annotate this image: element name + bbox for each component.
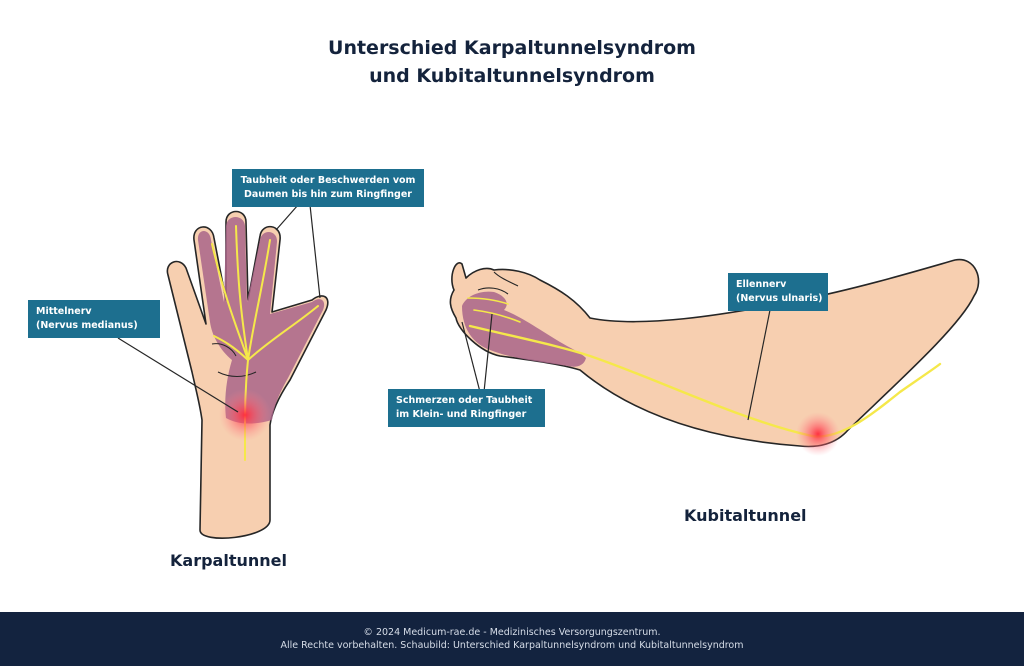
title-line-1: Unterschied Karpaltunnelsyndrom xyxy=(328,37,696,59)
callout-arm-symptom: Schmerzen oder Taubheit im Klein- und Ri… xyxy=(388,389,545,427)
hand-illustration xyxy=(166,210,329,539)
hand-affected-area xyxy=(197,217,325,424)
callout-hand-symptom-line-1: Taubheit oder Beschwerden vom xyxy=(240,175,416,186)
callout-median-nerve: Mittelnerv (Nervus medianus) xyxy=(28,300,160,338)
label-kubitaltunnel: Kubitaltunnel xyxy=(684,506,807,525)
callout-ulnar-nerve-line-2: (Nervus ulnaris) xyxy=(736,293,823,304)
callout-hand-symptom: Taubheit oder Beschwerden vom Daumen bis… xyxy=(232,169,424,207)
illustration-canvas xyxy=(117,204,980,539)
arm-leader-lines xyxy=(461,309,771,421)
arm-affected-area xyxy=(462,291,586,367)
elbow-inflammation xyxy=(796,412,840,456)
title-line-2: und Kubitaltunnelsyndrom xyxy=(369,65,655,87)
hand-leader-lines xyxy=(117,204,321,413)
arm-thumb-line xyxy=(493,271,519,287)
callout-ulnar-nerve-line-1: Ellennerv xyxy=(736,279,787,290)
footer: © 2024 Medicum-rae.de - Medizinisches Ve… xyxy=(0,612,1024,666)
callout-hand-symptom-line-2: Daumen bis hin zum Ringfinger xyxy=(244,189,412,200)
page-title: Unterschied Karpaltunnelsyndrom und Kubi… xyxy=(0,34,1024,90)
palm-crease xyxy=(211,343,237,357)
arm-finger-line xyxy=(477,287,509,295)
callout-arm-symptom-line-1: Schmerzen oder Taubheit xyxy=(396,395,533,406)
ulnar-nerve xyxy=(467,297,942,438)
label-karpaltunnel: Karpaltunnel xyxy=(170,551,287,570)
callout-ulnar-nerve: Ellennerv (Nervus ulnaris) xyxy=(728,273,828,311)
footer-rights: Alle Rechte vorbehalten. Schaubild: Unte… xyxy=(280,640,744,651)
wrist-inflammation xyxy=(219,389,271,441)
callout-median-nerve-line-2: (Nervus medianus) xyxy=(36,320,138,331)
palm-crease-2 xyxy=(217,371,257,377)
callout-median-nerve-line-1: Mittelnerv xyxy=(36,306,92,317)
callout-arm-symptom-line-2: im Klein- und Ringfinger xyxy=(396,409,527,420)
footer-copyright: © 2024 Medicum-rae.de - Medizinisches Ve… xyxy=(363,627,661,638)
arm-illustration xyxy=(449,258,980,456)
